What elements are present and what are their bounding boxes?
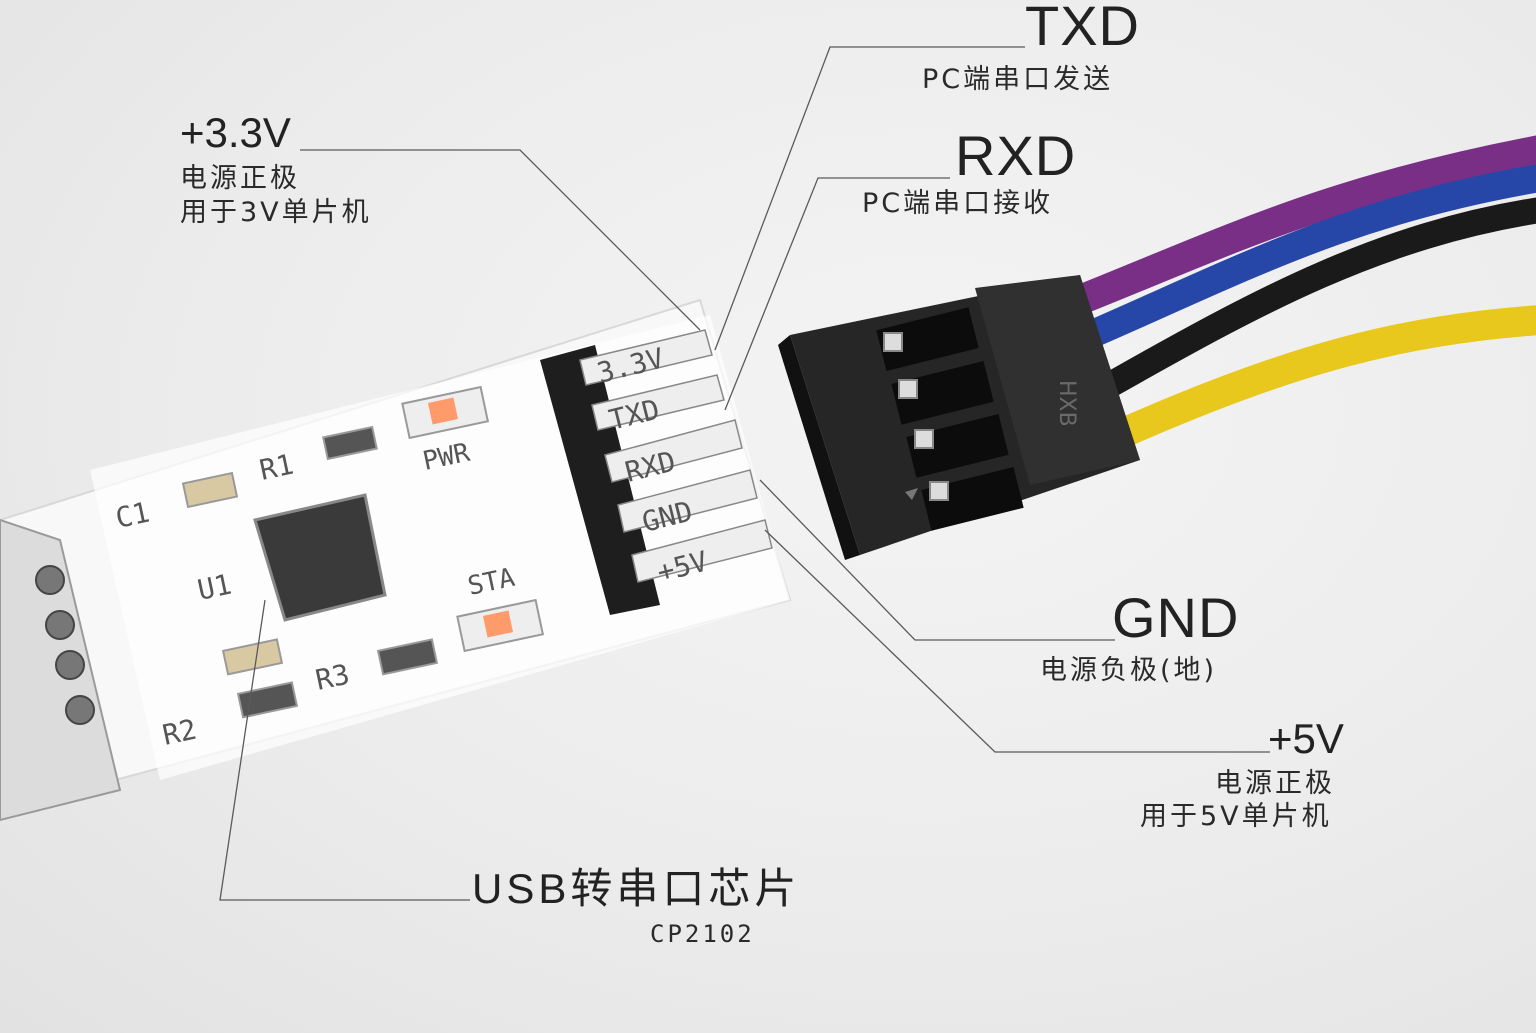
wires — [1065, 135, 1536, 445]
silk-r1: R1 — [257, 448, 297, 487]
leader-3v3 — [300, 149, 701, 331]
rxd-desc: PC端串口接收 — [862, 188, 1054, 219]
silk-c1: C1 — [113, 496, 153, 535]
gnd-title: GND — [1112, 586, 1240, 649]
callout-lines — [219, 46, 1270, 901]
v33-desc-1: 电源正极 — [180, 163, 300, 194]
leader-5v — [764, 529, 1270, 753]
v33-desc-2: 用于3V单片机 — [180, 197, 372, 228]
txd-desc: PC端串口发送 — [922, 64, 1114, 95]
wire-black — [1097, 197, 1536, 398]
leader-gnd — [759, 479, 1115, 641]
leader-txd — [714, 46, 1025, 351]
rxd-title: RXD — [955, 124, 1077, 187]
silk-u1: U1 — [195, 568, 235, 607]
pcb-board: 3.3V TXD RXD GND +5V R1 C1 U1 R2 — [0, 298, 792, 822]
wire-yellow — [1115, 305, 1536, 445]
silk-r2: R2 — [160, 713, 200, 752]
v5-desc-1: 电源正极 — [1215, 768, 1335, 799]
cp2102-chip — [253, 493, 387, 622]
chip-model: CP2102 — [650, 920, 755, 948]
v5-title: +5V — [1268, 715, 1344, 762]
gnd-desc: 电源负极(地) — [1040, 655, 1218, 686]
silk-r3: R3 — [313, 658, 353, 697]
wire-blue — [1076, 164, 1536, 349]
v5-desc-2: 用于5V单片机 — [1140, 801, 1332, 832]
chip-title: USB转串口芯片 — [472, 865, 801, 912]
txd-title: TXD — [1025, 0, 1140, 57]
dupont-connector: HXB — [778, 275, 1140, 560]
connector-mark: HXB — [1054, 380, 1079, 427]
v33-title: +3.3V — [180, 109, 291, 156]
wire-purple — [1065, 135, 1536, 315]
leader-rxd — [724, 177, 950, 411]
leader-chip — [219, 599, 470, 901]
